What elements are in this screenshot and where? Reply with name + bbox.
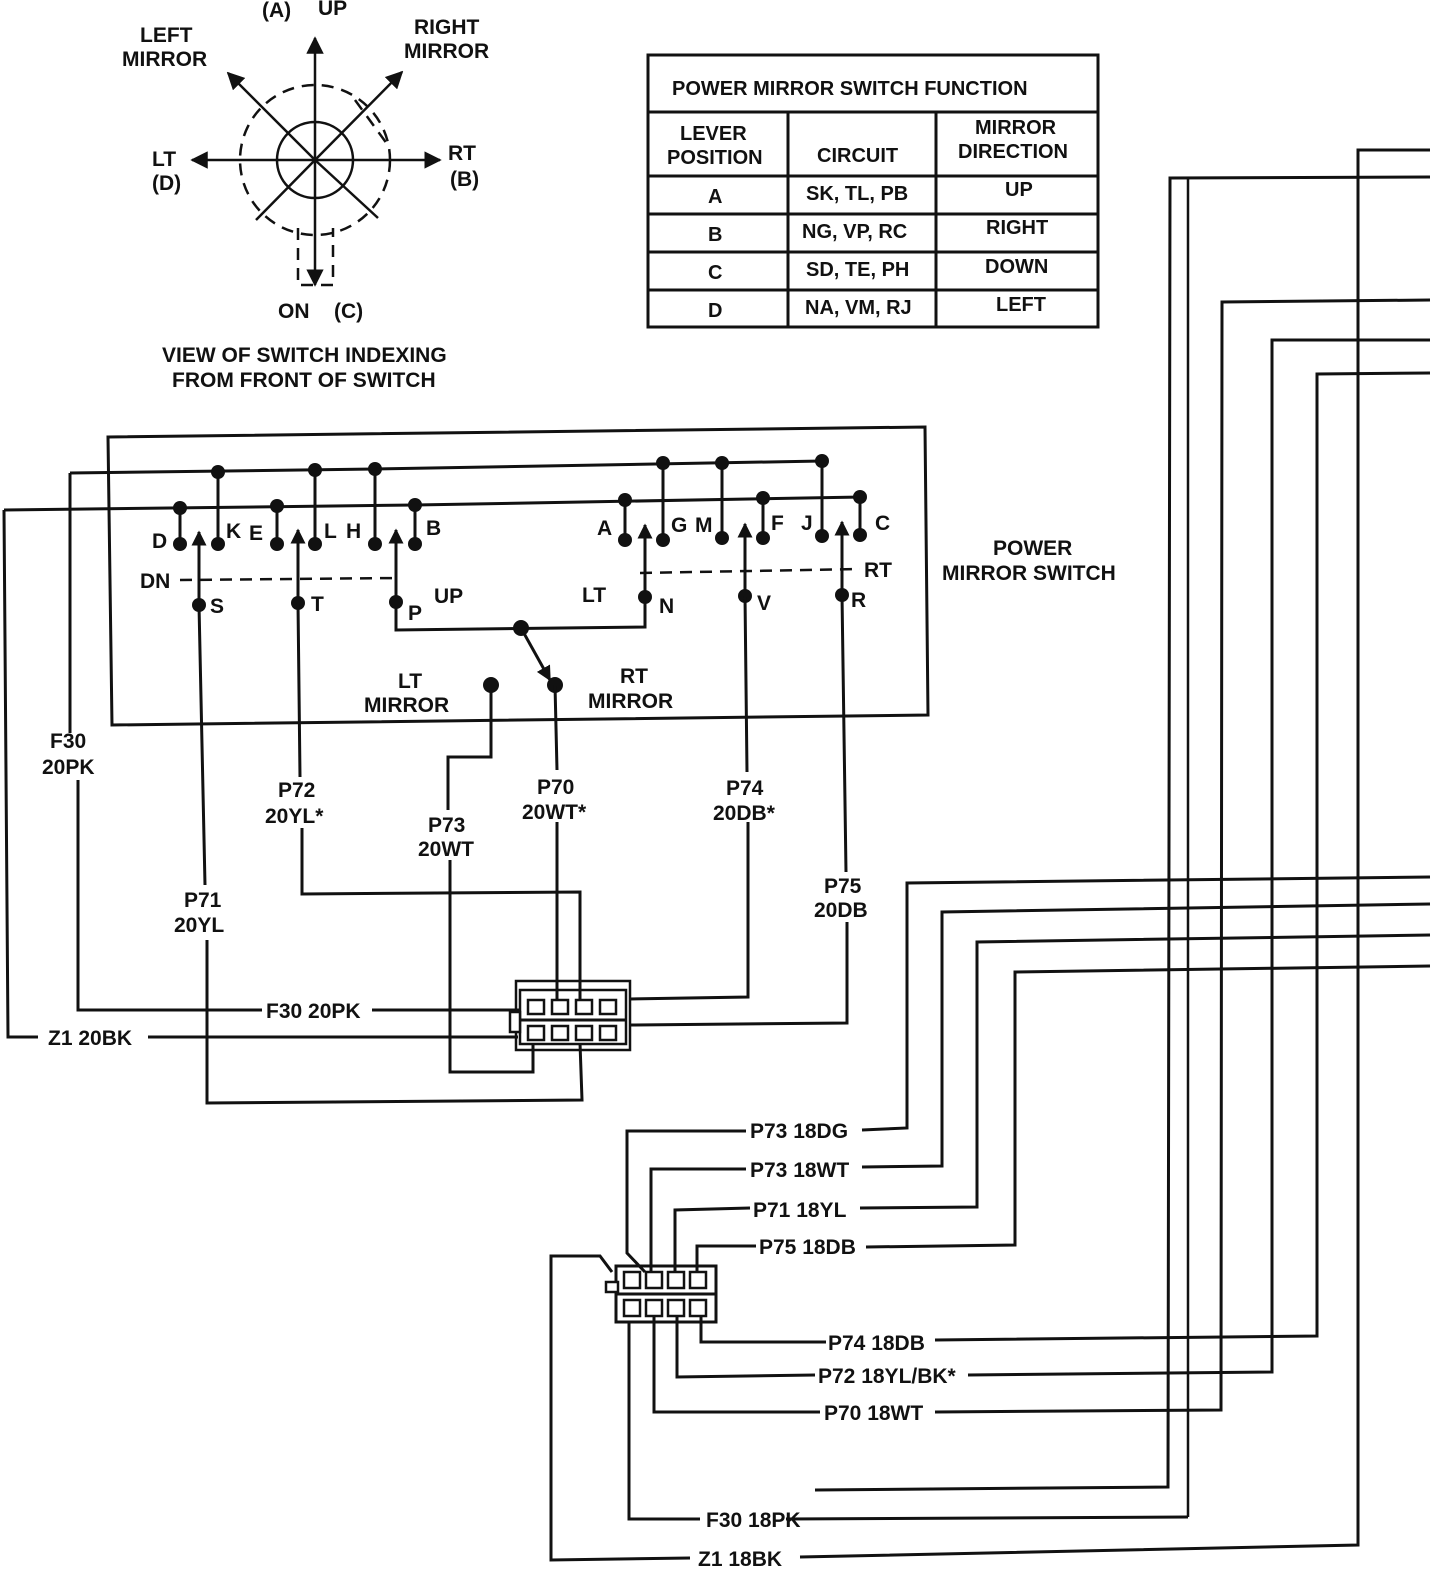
rt-label: RT: [864, 559, 892, 582]
harness-label-p73wt: P73 18WT: [750, 1159, 849, 1182]
view-caption-1: VIEW OF SWITCH INDEXING: [162, 344, 447, 367]
table-cell: SD, TE, PH: [806, 259, 909, 281]
view-label-rt: RT: [448, 142, 476, 165]
table-cell: DOWN: [985, 256, 1048, 278]
table-cell: NA, VM, RJ: [805, 297, 912, 319]
view-label-d: (D): [152, 172, 181, 195]
wire-label-p74-1: P74: [726, 777, 764, 800]
contact-label: C: [875, 512, 890, 535]
view-label-a: (A): [262, 0, 291, 22]
wire-label-p71-1: P71: [184, 889, 222, 912]
contact-label: S: [210, 595, 224, 618]
harness-label-p72: P72 18YL/BK*: [818, 1365, 957, 1388]
lt-label: LT: [582, 584, 606, 607]
contact-label: A: [597, 517, 612, 540]
wire-label-p75-1: P75: [824, 875, 862, 898]
table-cell: SK, TL, PB: [806, 183, 908, 205]
contact-label: P: [408, 602, 422, 625]
power-mirror-switch-box: D K E L H B A G M F J C S T P N V R DN U…: [3, 425, 1116, 727]
contact-label: R: [851, 589, 866, 612]
view-caption-2: FROM FRONT OF SWITCH: [172, 369, 436, 392]
table-cell: D: [708, 300, 722, 322]
lt-mirror-label-1: LT: [398, 670, 422, 693]
table-header-lever-1: LEVER: [680, 123, 747, 145]
switch-function-table: POWER MIRROR SWITCH FUNCTION LEVER POSIT…: [646, 53, 1100, 329]
mirror-harness: P73 18DG P73 18WT P71 18YL P75 18DB P74 …: [549, 148, 1431, 1571]
contact-label: T: [311, 593, 324, 616]
rt-mirror-label-2: MIRROR: [588, 690, 673, 713]
contact-label: V: [757, 592, 771, 615]
view-label-c: (C): [334, 300, 363, 323]
wire-label-p70-2: 20WT*: [522, 801, 587, 824]
switch-title-2: MIRROR SWITCH: [942, 562, 1116, 585]
harness-label-p75: P75 18DB: [759, 1236, 856, 1259]
contact-label: F: [771, 512, 784, 535]
lt-mirror-label-2: MIRROR: [364, 694, 449, 717]
table-title: POWER MIRROR SWITCH FUNCTION: [672, 78, 1028, 100]
contact-label: B: [426, 517, 441, 540]
harness-label-z1: Z1 18BK: [698, 1548, 782, 1571]
rt-mirror-label-1: RT: [620, 665, 648, 688]
wire-label-p74-2: 20DB*: [713, 802, 776, 825]
table-cell: RIGHT: [986, 217, 1048, 239]
harness-label-f30: F30 18PK: [706, 1509, 801, 1532]
contact-label: D: [152, 530, 167, 553]
view-label-right-mirror-2: MIRROR: [404, 40, 489, 63]
table-cell: LEFT: [996, 294, 1046, 316]
contact-label: L: [324, 520, 337, 543]
view-label-up: UP: [318, 0, 347, 20]
table-cell: NG, VP, RC: [802, 221, 907, 243]
table-cell: A: [708, 186, 722, 208]
contact-label: K: [226, 520, 241, 543]
wire-label-z1-conn: Z1 20BK: [48, 1027, 132, 1050]
wire-label-p70-1: P70: [537, 776, 574, 799]
view-label-left-mirror-2: MIRROR: [122, 48, 207, 71]
switch-title-1: POWER: [993, 537, 1072, 560]
wire-label-p71-2: 20YL: [174, 914, 224, 937]
wire-label-p75-2: 20DB: [814, 899, 868, 922]
harness-label-p70: P70 18WT: [824, 1402, 923, 1425]
wire-label-f30-1: F30: [50, 730, 86, 753]
contact-label: G: [671, 514, 687, 537]
view-label-b: (B): [450, 168, 479, 191]
wire-label-p72-2: 20YL*: [265, 805, 324, 828]
table-header-direction-1: MIRROR: [975, 117, 1057, 139]
wire-label-p72-1: P72: [278, 779, 315, 802]
table-header-circuit: CIRCUIT: [817, 145, 898, 167]
contact-label: M: [695, 514, 713, 537]
harness-label-p74: P74 18DB: [828, 1332, 925, 1355]
up-label: UP: [434, 585, 463, 608]
table-cell: C: [708, 262, 722, 284]
wire-label-f30-conn: F30 20PK: [266, 1000, 361, 1023]
table-cell: UP: [1005, 179, 1033, 201]
table-header-direction-2: DIRECTION: [958, 141, 1068, 163]
contact-label: E: [249, 522, 263, 545]
wire-label-p73-1: P73: [428, 814, 465, 837]
view-label-on: ON: [278, 300, 310, 323]
contact-label: J: [801, 512, 813, 535]
contact-label: N: [659, 595, 674, 618]
harness-label-p73dg: P73 18DG: [750, 1120, 848, 1143]
table-header-lever-2: POSITION: [667, 147, 763, 169]
switch-indexing-view: (A) UP LEFT MIRROR RIGHT MIRROR LT (D) R…: [122, 0, 489, 392]
wire-label-p73-2: 20WT: [418, 838, 474, 861]
view-label-lt: LT: [152, 148, 176, 171]
dn-label: DN: [140, 570, 170, 593]
table-cell: B: [708, 224, 722, 246]
switch-output-wiring: F30 20PK P72 20YL* P73 20WT P70 20WT* P7…: [2, 473, 868, 1105]
view-label-right-mirror-1: RIGHT: [414, 16, 480, 39]
contact-label: H: [346, 520, 361, 543]
harness-label-p71: P71 18YL: [753, 1199, 847, 1222]
view-label-left-mirror-1: LEFT: [140, 24, 193, 47]
wire-label-f30-2: 20PK: [42, 756, 95, 779]
